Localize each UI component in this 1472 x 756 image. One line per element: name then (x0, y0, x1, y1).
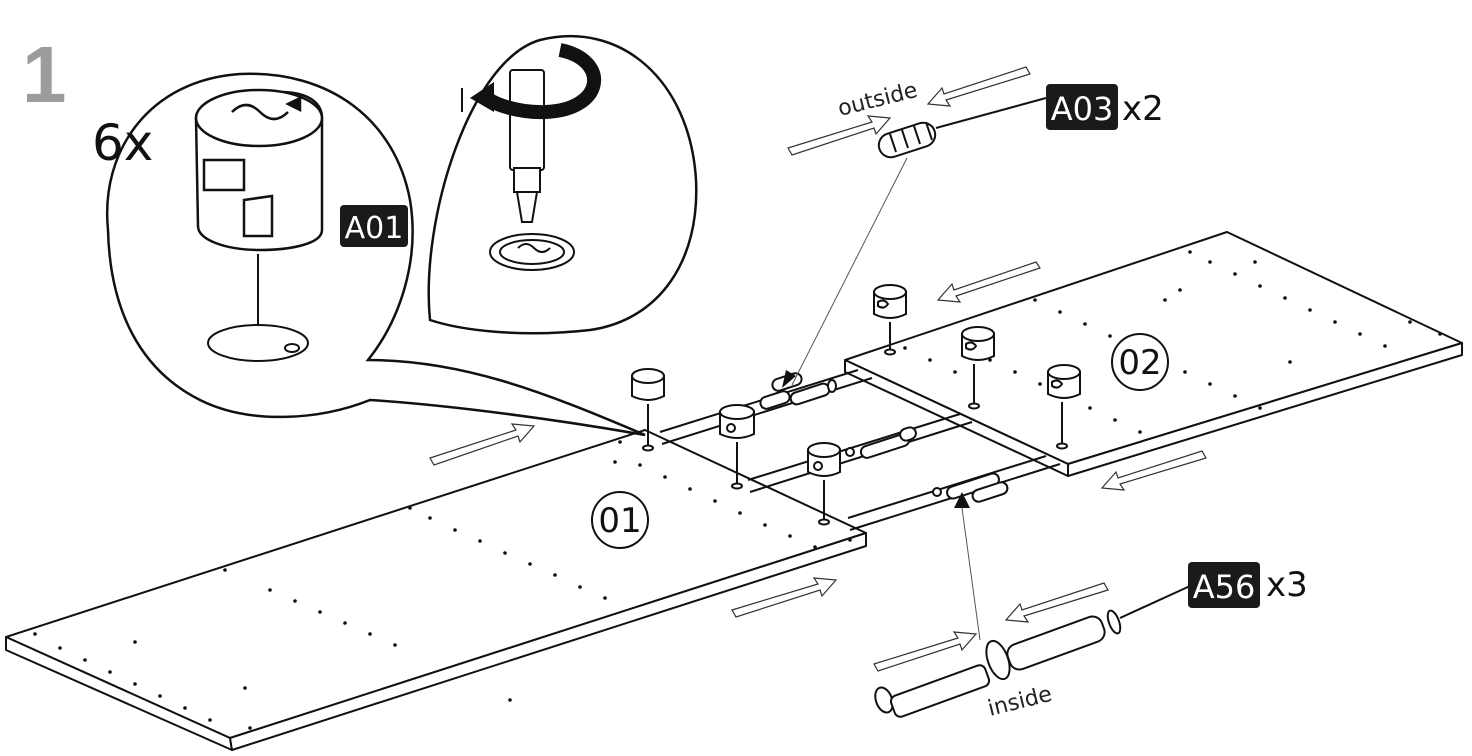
connector-bolt-top (759, 379, 837, 410)
panel-label-01: 01 (591, 491, 649, 549)
screwdriver-icon (461, 69, 545, 223)
part-note-inside: inside (985, 682, 1054, 722)
step-number: 1 (22, 30, 67, 119)
callout-quantity: 6x (92, 114, 153, 172)
part-quantity-a03: x2 (1122, 89, 1164, 129)
cam-lock-large-icon (194, 88, 324, 252)
part-badge-a01: A01 (340, 205, 408, 247)
part-code-a56: A56 (1193, 568, 1256, 606)
rotate-arrow-icon (470, 43, 602, 120)
leader-arrowhead-bottom (954, 492, 970, 508)
leader-lines (791, 157, 981, 641)
cam-lock-panel02-c (1047, 364, 1081, 450)
leader-arrowhead-top (782, 370, 796, 388)
panel-01-label: 01 (598, 501, 641, 541)
cam-lock-panel01-a (631, 368, 665, 452)
part-note-outside: outside (835, 78, 920, 122)
panel-01-holes (33, 440, 852, 730)
connector-bolt-mid (845, 426, 917, 459)
connector-bolt-low (932, 472, 1009, 503)
cam-slot-icon (489, 233, 575, 271)
cam-lock-panel02-b (961, 326, 995, 410)
panel-02-label: 02 (1118, 343, 1161, 383)
part-badge-a56: A56 (1188, 562, 1260, 608)
panel-01 (5, 429, 867, 751)
part-code-a01: A01 (345, 211, 404, 246)
bolt-a56-illustration (874, 585, 1191, 718)
part-code-a03: A03 (1051, 90, 1114, 128)
part-badge-a03: A03 (1046, 84, 1118, 130)
hole-icon (207, 254, 309, 362)
cam-lock-panel02-a (873, 284, 907, 356)
motion-arrows (429, 66, 1207, 672)
cam-lock-panel01-c (807, 442, 841, 526)
dowel-a03-illustration (877, 97, 1047, 159)
cam-lock-panel01-b (719, 404, 755, 490)
part-quantity-a56: x3 (1266, 565, 1308, 605)
panel-label-02: 02 (1111, 333, 1169, 391)
